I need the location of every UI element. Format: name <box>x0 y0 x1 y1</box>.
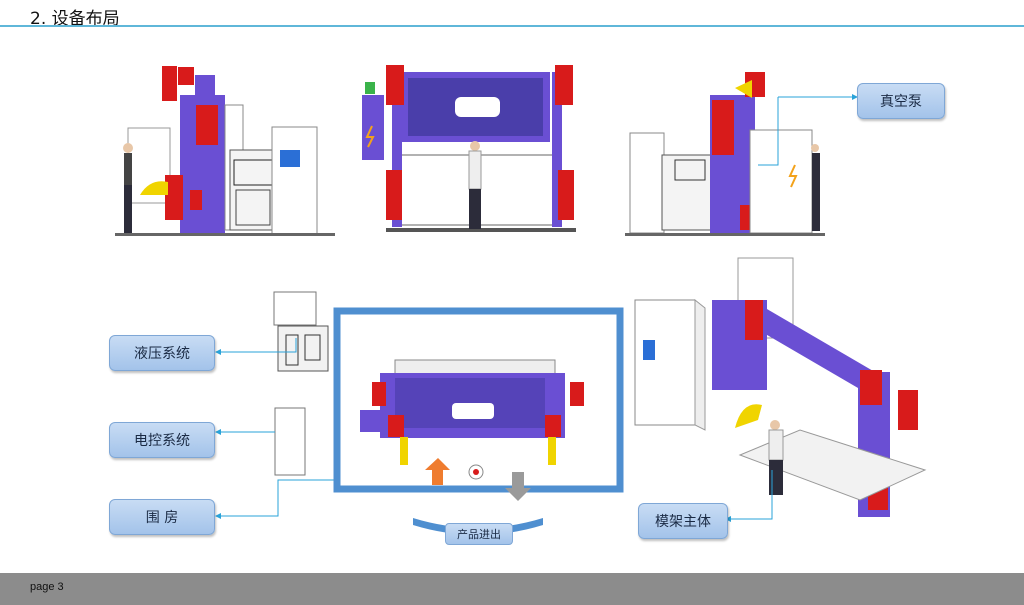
page-number: page 3 <box>30 581 64 593</box>
electric-cabinet <box>215 407 306 476</box>
front-view-center <box>362 65 576 232</box>
slide-title: 2. 设备布局 <box>30 9 120 29</box>
enclosure-label: 围 房 <box>109 499 215 535</box>
hydraulic-system-label: 液压系统 <box>109 335 215 371</box>
top-view-enclosure <box>333 307 624 535</box>
side-view-right <box>625 72 858 236</box>
product-in-out-label: 产品进出 <box>445 523 513 545</box>
mold-frame-body-label: 模架主体 <box>638 503 728 539</box>
side-view-left <box>115 66 335 236</box>
electric-control-label: 电控系统 <box>109 422 215 458</box>
vacuum-pump-label: 真空泵 <box>857 83 945 119</box>
footer-bar: page 3 <box>0 573 1024 605</box>
enclosure-pointer <box>215 479 335 519</box>
title-underline <box>0 25 1024 27</box>
isometric-view <box>634 257 927 522</box>
hydraulic-unit <box>215 291 329 372</box>
